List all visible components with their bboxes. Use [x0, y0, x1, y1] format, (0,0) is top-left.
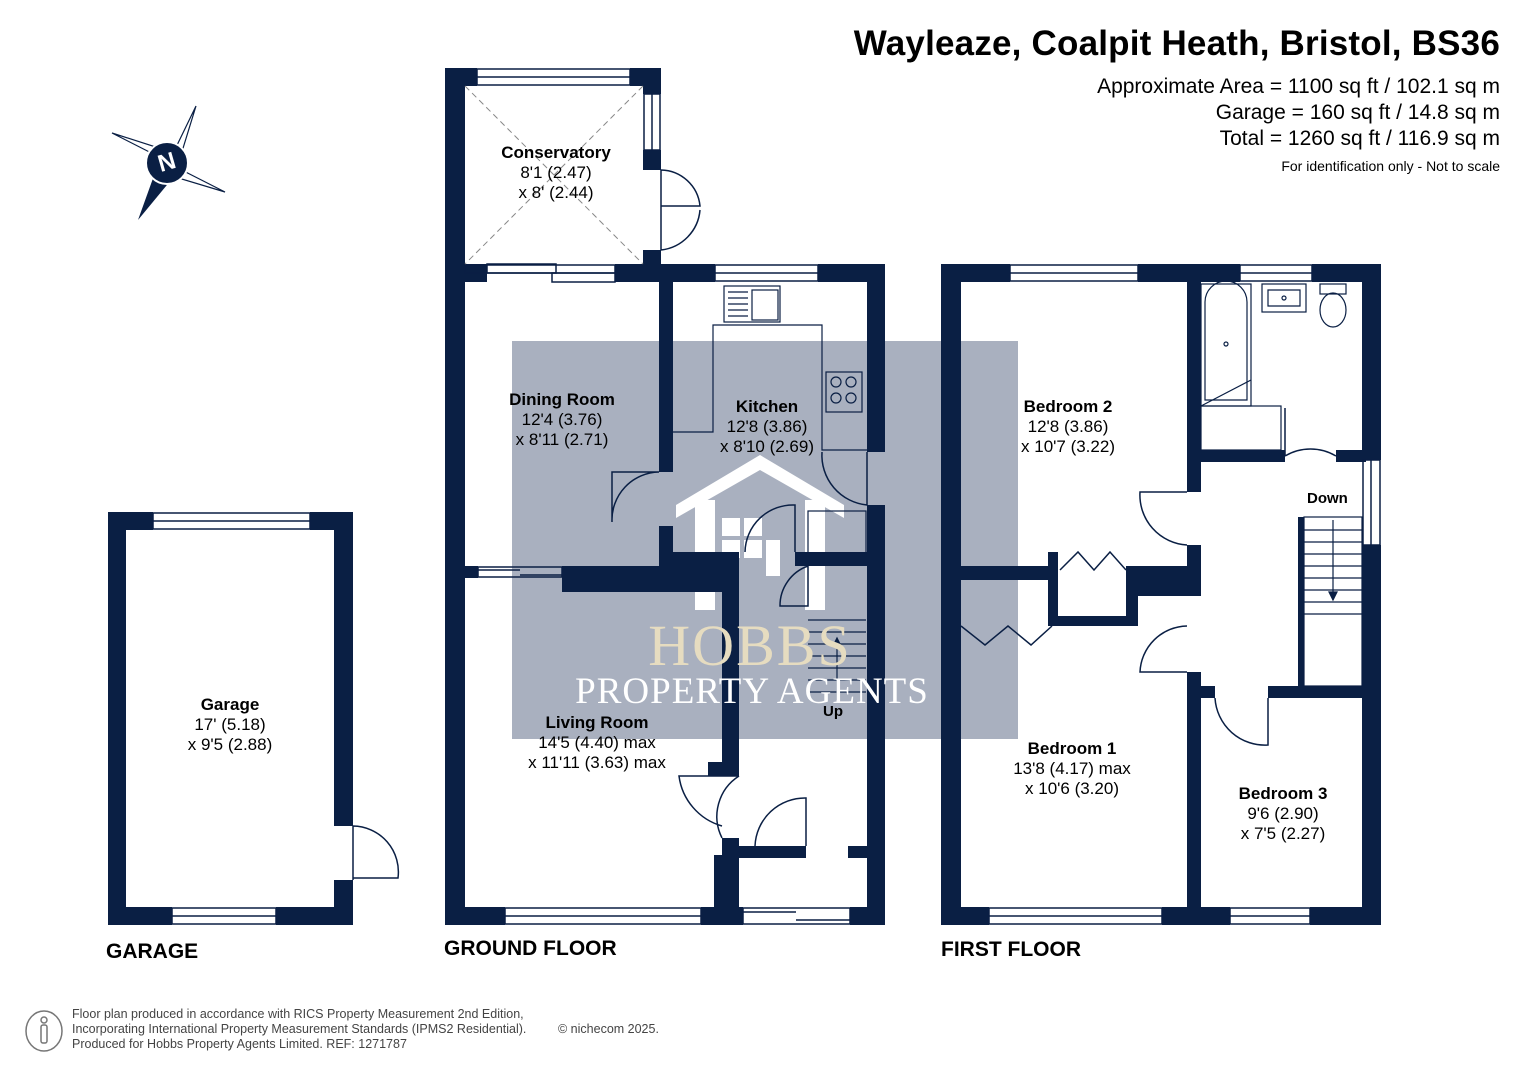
ground-floor-doors: [611, 451, 868, 847]
room-dimension: 14'5 (4.40) max: [538, 733, 656, 752]
room-dimension: x 8' (2.44): [518, 183, 594, 202]
room-name: Kitchen: [735, 397, 799, 416]
room-dimension: 17' (5.18): [194, 715, 266, 734]
conservatory-doors: [660, 169, 701, 251]
conservatory-roof-lines: [464, 85, 644, 265]
floor-label-ground: GROUND FLOOR: [444, 937, 617, 960]
room-living: Living Room 14'5 (4.40) max x 11'11 (3.6…: [528, 713, 666, 773]
room-dimension: x 8'10 (2.69): [720, 437, 814, 456]
room-name: Living Room: [545, 713, 649, 732]
floor-label-garage: GARAGE: [106, 940, 199, 963]
bathroom-fittings: [1200, 280, 1347, 451]
room-dimension: 12'4 (3.76): [521, 410, 603, 429]
kitchen-units: [673, 285, 867, 554]
area-approximate: Approximate Area = 1100 sq ft / 102.1 sq…: [1097, 75, 1500, 98]
ground-floor-windows: [464, 68, 851, 925]
room-dimension: x 11'11 (3.63) max: [528, 753, 666, 772]
watermark-box: [512, 341, 1018, 739]
room-name: Bedroom 3: [1238, 784, 1328, 803]
footer-line: Produced for Hobbs Property Agents Limit…: [72, 1037, 407, 1051]
room-name: Bedroom 1: [1027, 739, 1117, 758]
garage-windows: [152, 512, 311, 925]
watermark-subtitle: PROPERTY AGENTS: [575, 671, 929, 712]
room-dimension: 12'8 (3.86): [1027, 417, 1109, 436]
floor-label-first: FIRST FLOOR: [941, 938, 1081, 961]
footer-line: Incorporating International Property Mea…: [72, 1022, 527, 1036]
garage-walls: [108, 512, 353, 925]
room-name: Conservatory: [501, 143, 611, 162]
first-floor-windows: [988, 264, 1381, 925]
footer-notes: Floor plan produced in accordance with R…: [72, 1007, 659, 1052]
compass-icon: [111, 105, 226, 220]
room-name: Bedroom 2: [1023, 397, 1113, 416]
room-bedroom-1: Bedroom 1 13'8 (4.17) max x 10'6 (3.20): [1013, 739, 1131, 799]
room-bedroom-3: Bedroom 3 9'6 (2.90) x 7'5 (2.27): [1239, 784, 1328, 844]
room-dimension: x 10'6 (3.20): [1025, 779, 1119, 798]
first-floor-doors: [960, 408, 1337, 746]
property-address-title: Wayleaze, Coalpit Heath, Bristol, BS36: [853, 24, 1500, 63]
room-bedroom-2: Bedroom 2 12'8 (3.86) x 10'7 (3.22): [1021, 397, 1115, 457]
scale-note: For identification only - Not to scale: [1281, 158, 1500, 174]
ground-floor-walls: [445, 68, 885, 925]
footer-line: Floor plan produced in accordance with R…: [72, 1007, 524, 1021]
person-scale-icon: [25, 1010, 63, 1052]
room-conservatory: Conservatory 8'1 (2.47) x 8' (2.44): [501, 143, 611, 203]
room-dimension: x 7'5 (2.27): [1240, 824, 1326, 843]
stairs-up: [808, 619, 866, 700]
room-dimension: 9'6 (2.90): [1247, 804, 1319, 823]
room-dining: Dining Room 12'4 (3.76) x 8'11 (2.71): [509, 390, 615, 450]
stairs-down: [1303, 516, 1363, 687]
room-dimension: x 8'11 (2.71): [515, 430, 609, 449]
room-dimension: x 9'5 (2.88): [187, 735, 273, 754]
room-kitchen: Kitchen 12'8 (3.86) x 8'10 (2.69): [720, 397, 814, 457]
room-dimension: x 10'7 (3.22): [1021, 437, 1115, 456]
room-name: Dining Room: [509, 390, 615, 409]
stairs-up-label: Up: [823, 703, 843, 720]
room-dimension: 8'1 (2.47): [520, 163, 592, 182]
room-name: Garage: [200, 695, 260, 714]
watermark-brand: HOBBS: [648, 613, 852, 678]
stairs-down-label: Down: [1307, 490, 1348, 507]
room-dimension: 13'8 (4.17) max: [1013, 759, 1131, 778]
first-floor-walls: [941, 264, 1381, 925]
room-garage: Garage 17' (5.18) x 9'5 (2.88): [188, 695, 273, 755]
footer-copyright: © nichecom 2025.: [558, 1022, 659, 1036]
garage-side-door: [352, 825, 400, 880]
room-dimension: 12'8 (3.86): [726, 417, 808, 436]
area-garage: Garage = 160 sq ft / 14.8 sq m: [1215, 101, 1500, 124]
area-total: Total = 1260 sq ft / 116.9 sq m: [1219, 127, 1500, 150]
